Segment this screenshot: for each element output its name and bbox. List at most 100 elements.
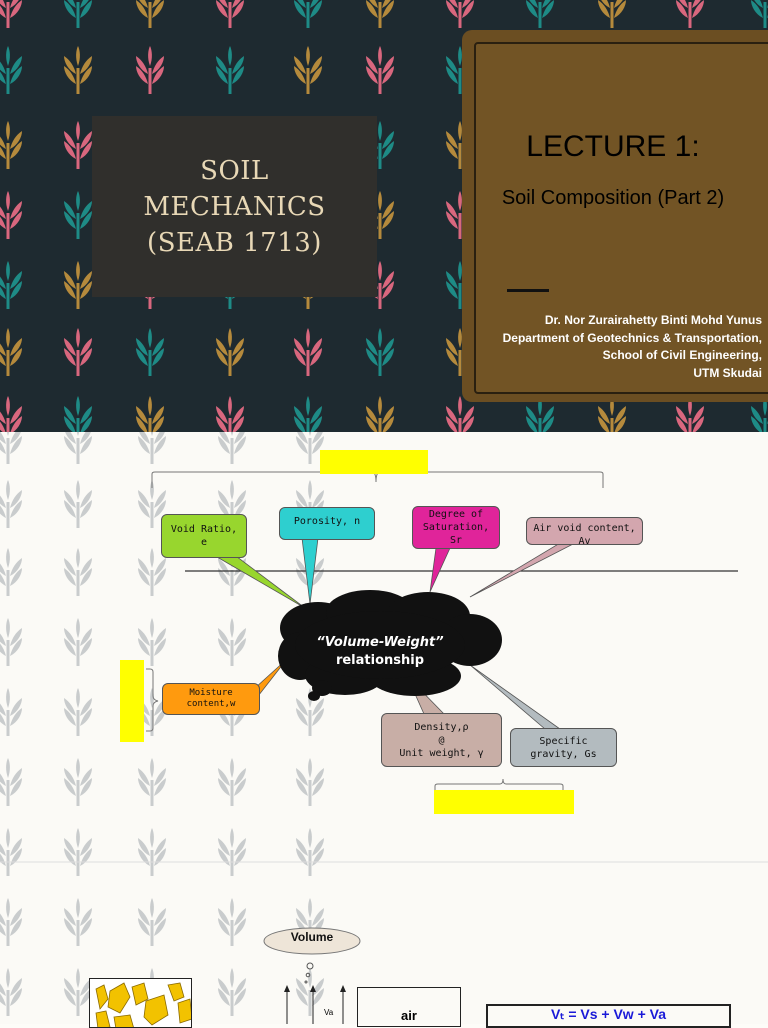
density-bubble: Density,ρ@Unit weight, γ [381,713,502,767]
course-title-line-3: (SEAB 1713) [147,227,322,258]
void-ratio-line-1: Void Ratio, [170,524,238,535]
leaf-motif [296,828,324,876]
lecture-title: LECTURE 1: [526,130,700,163]
soil-particles-image [89,978,192,1028]
leaf-motif [64,432,92,464]
title-divider [507,289,549,292]
saturation-line-1: Degree of [428,509,484,520]
leaf-motif [0,548,22,596]
lecture-panel [474,42,768,394]
leaf-motif [676,0,704,28]
leaf-motif [446,396,474,432]
leaf-motif [0,432,22,464]
leaf-motif [598,0,626,28]
leaf-motif [0,828,22,876]
volume-weight-line-2: relationship [335,653,425,668]
porosity-label: Porosity, n [293,516,361,527]
leaf-motif [0,121,22,169]
air-void-label: Air void content, Av [533,523,636,547]
leaf-motif [0,898,22,946]
author-university: UTM Skudai [693,365,762,380]
leaf-motif [216,328,244,376]
soil-particles-drawing [95,982,191,1027]
leaf-motif [294,396,322,432]
leaf-motif [366,396,394,432]
leaf-motif [0,261,22,309]
leaf-motif [0,758,22,806]
leaf-motif [138,480,166,528]
leaf-motif [136,396,164,432]
leaf-motif [598,396,626,432]
leaf-motif [294,46,322,94]
leaf-motif [64,328,92,376]
course-title-line-1: SOIL [200,155,269,186]
leaf-motif [138,618,166,666]
leaf-motif [0,46,22,94]
leaf-motif [138,898,166,946]
air-label: air [401,1008,417,1023]
lecture-subtitle: Soil Composition (Part 2) [501,187,725,209]
leaf-motif [64,46,92,94]
leaf-motif [64,396,92,432]
course-title-line-2: MECHANICS [143,191,326,222]
leaf-motif [64,618,92,666]
leaf-motif [0,618,22,666]
leaf-motif [64,480,92,528]
leaf-motif [0,968,22,1016]
leaf-motif [526,0,554,28]
leaf-motif [294,328,322,376]
leaf-motif [218,758,246,806]
leaf-motif [0,191,22,239]
volume-label: Volume [290,930,334,944]
leaf-motif [136,0,164,28]
leaf-motif [296,758,324,806]
leaf-motif [0,396,22,432]
highlight-top [320,450,428,474]
leaf-motif [526,396,554,432]
specific-gravity-line-1: Specific [539,735,588,747]
saturation-line-2: Saturation, [422,522,490,533]
leaf-motif [64,548,92,596]
leaf-motif [218,432,246,464]
leaf-motif [216,396,244,432]
leaf-motif [64,121,92,169]
volume-equation: Vₜ = Vs + Vw + Va [550,1006,667,1022]
leaf-motif [446,0,474,28]
course-title-box: SOIL MECHANICS (SEAB 1713) [92,116,377,297]
porosity-bubble: Porosity, n [279,507,375,540]
leaf-motif [0,480,22,528]
leaf-motif [216,0,244,28]
leaf-motif [64,191,92,239]
leaf-motif [64,758,92,806]
leaf-motif [296,968,324,1016]
leaf-motif [138,758,166,806]
leaf-motif [136,46,164,94]
leaf-motif [64,968,92,1016]
air-void-bubble: Air void content, Av [526,517,643,547]
leaf-motif [296,548,324,596]
leaf-motif [218,898,246,946]
va-label: Va [324,1008,334,1017]
leaf-motif [64,0,92,28]
leaf-motif [366,328,394,376]
author-school: School of Civil Engineering, [602,348,762,362]
density-line-2: @ [438,734,445,746]
void-ratio-line-2: e [200,537,207,548]
highlight-bottom [434,790,574,814]
leaf-motif [0,0,22,28]
density-line-3: Unit weight, γ [399,747,484,759]
density-line-1: Density,ρ [414,721,469,733]
volume-weight-label: “Volume-Weight” relationship [290,634,470,670]
leaf-motif [296,688,324,736]
leaf-motif [216,46,244,94]
leaf-motif [64,688,92,736]
leaf-motif [751,0,768,28]
leaf-motif [366,0,394,28]
leaf-motif [136,328,164,376]
specific-gravity-line-2: gravity, Gs [530,748,597,760]
void-ratio-bubble: Void Ratio, e [161,514,247,558]
leaf-motif [64,898,92,946]
leaf-motif [64,828,92,876]
